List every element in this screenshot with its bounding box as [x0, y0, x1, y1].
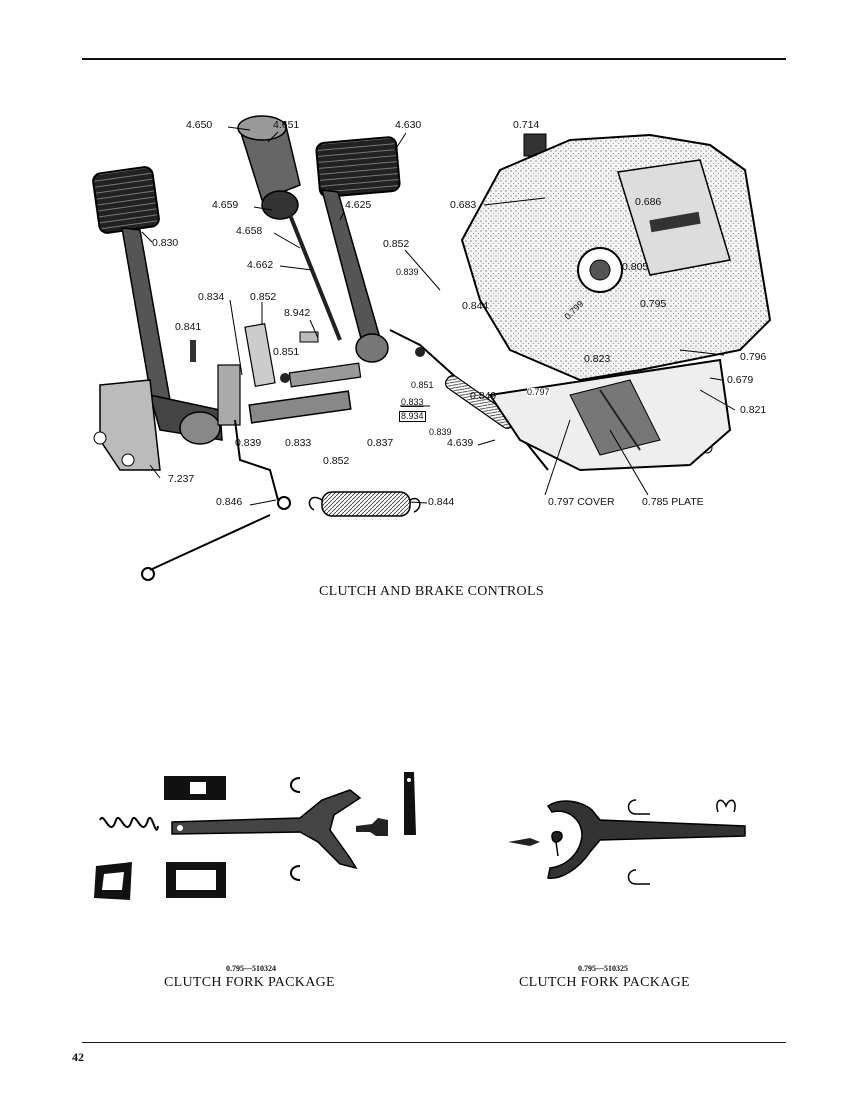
callout-4662: 4.662 [247, 259, 274, 271]
callout-0837: 0.837 [367, 437, 394, 449]
callout-4630: 4.630 [395, 119, 422, 131]
callout-8942: 8.942 [284, 307, 311, 319]
callout-4659: 4.659 [212, 199, 239, 211]
callout-0679: 0.679 [727, 374, 754, 386]
brake-pedal [315, 136, 401, 363]
figure-caption-clutch-brake-controls: CLUTCH AND BRAKE CONTROLS [319, 584, 544, 599]
clutch-bell-housing [460, 133, 772, 382]
callout-0844-upper: 0.844 [462, 300, 489, 312]
rod-0846-lower [149, 514, 271, 571]
return-spring-0844 [308, 491, 421, 517]
callout-0852-top: 0.852 [383, 238, 410, 250]
callout-4625: 4.625 [345, 199, 372, 211]
callout-0839-top: 0.839 [396, 267, 419, 277]
callout-0851-left: 0.851 [273, 346, 300, 358]
part-number-510325: 0.795—510325 [578, 964, 628, 973]
callout-0823: 0.823 [584, 353, 611, 365]
fork-package-510325 [508, 799, 746, 885]
rod-0846-upper [234, 419, 279, 501]
callout-0833-stacked: 0.833 [401, 397, 424, 407]
callout-0795: 0.795 [640, 298, 667, 310]
clutch-cover-pan [488, 358, 732, 472]
callout-0796: 0.796 [740, 351, 767, 363]
callout-0785-plate: 0.785 PLATE [642, 496, 704, 508]
page-number: 42 [72, 1050, 84, 1064]
fork-package-510324 [94, 772, 416, 900]
callout-0797: 0.797 [527, 387, 550, 397]
callout-0683: 0.683 [450, 199, 477, 211]
callout-0849: 0.849 [470, 390, 497, 402]
callout-8934: 8.934 [399, 411, 426, 422]
callout-4658: 4.658 [236, 225, 263, 237]
clutch-pedal [92, 166, 223, 445]
callout-leaders [141, 126, 736, 506]
bottom-rule [82, 1042, 786, 1043]
callout-0852-mid: 0.852 [250, 291, 277, 303]
callout-0852-bottom: 0.852 [323, 455, 350, 467]
cross-shaft [217, 323, 362, 426]
callout-0841: 0.841 [175, 321, 202, 333]
callout-0844-lower: 0.844 [428, 496, 455, 508]
callout-4651: 4.651 [273, 119, 300, 131]
callout-0686: 0.686 [635, 196, 662, 208]
callout-4639: 4.639 [447, 437, 474, 449]
callout-0797-cover: 0.797 COVER [548, 496, 615, 508]
callout-0714: 0.714 [513, 119, 540, 131]
figure-caption-clutch-fork-package-left: CLUTCH FORK PACKAGE [164, 975, 335, 990]
callout-0821: 0.821 [740, 404, 767, 416]
part-number-510324: 0.795—510324 [226, 964, 276, 973]
callout-0839-lower: 0.839 [429, 427, 452, 437]
callout-7237: 7.237 [168, 473, 195, 485]
callout-0830: 0.830 [152, 237, 179, 249]
callout-0805: 0.805 [622, 261, 649, 273]
callout-0834: 0.834 [198, 291, 225, 303]
pedal-bracket [93, 379, 161, 471]
callout-0851-right: 0.851 [411, 380, 434, 390]
callout-0839-bottom: 0.839 [235, 437, 262, 449]
top-rule [82, 58, 786, 60]
callout-0833: 0.833 [285, 437, 312, 449]
callout-0846: 0.846 [216, 496, 243, 508]
callout-4650: 4.650 [186, 119, 213, 131]
figure-caption-clutch-fork-package-right: CLUTCH FORK PACKAGE [519, 975, 690, 990]
